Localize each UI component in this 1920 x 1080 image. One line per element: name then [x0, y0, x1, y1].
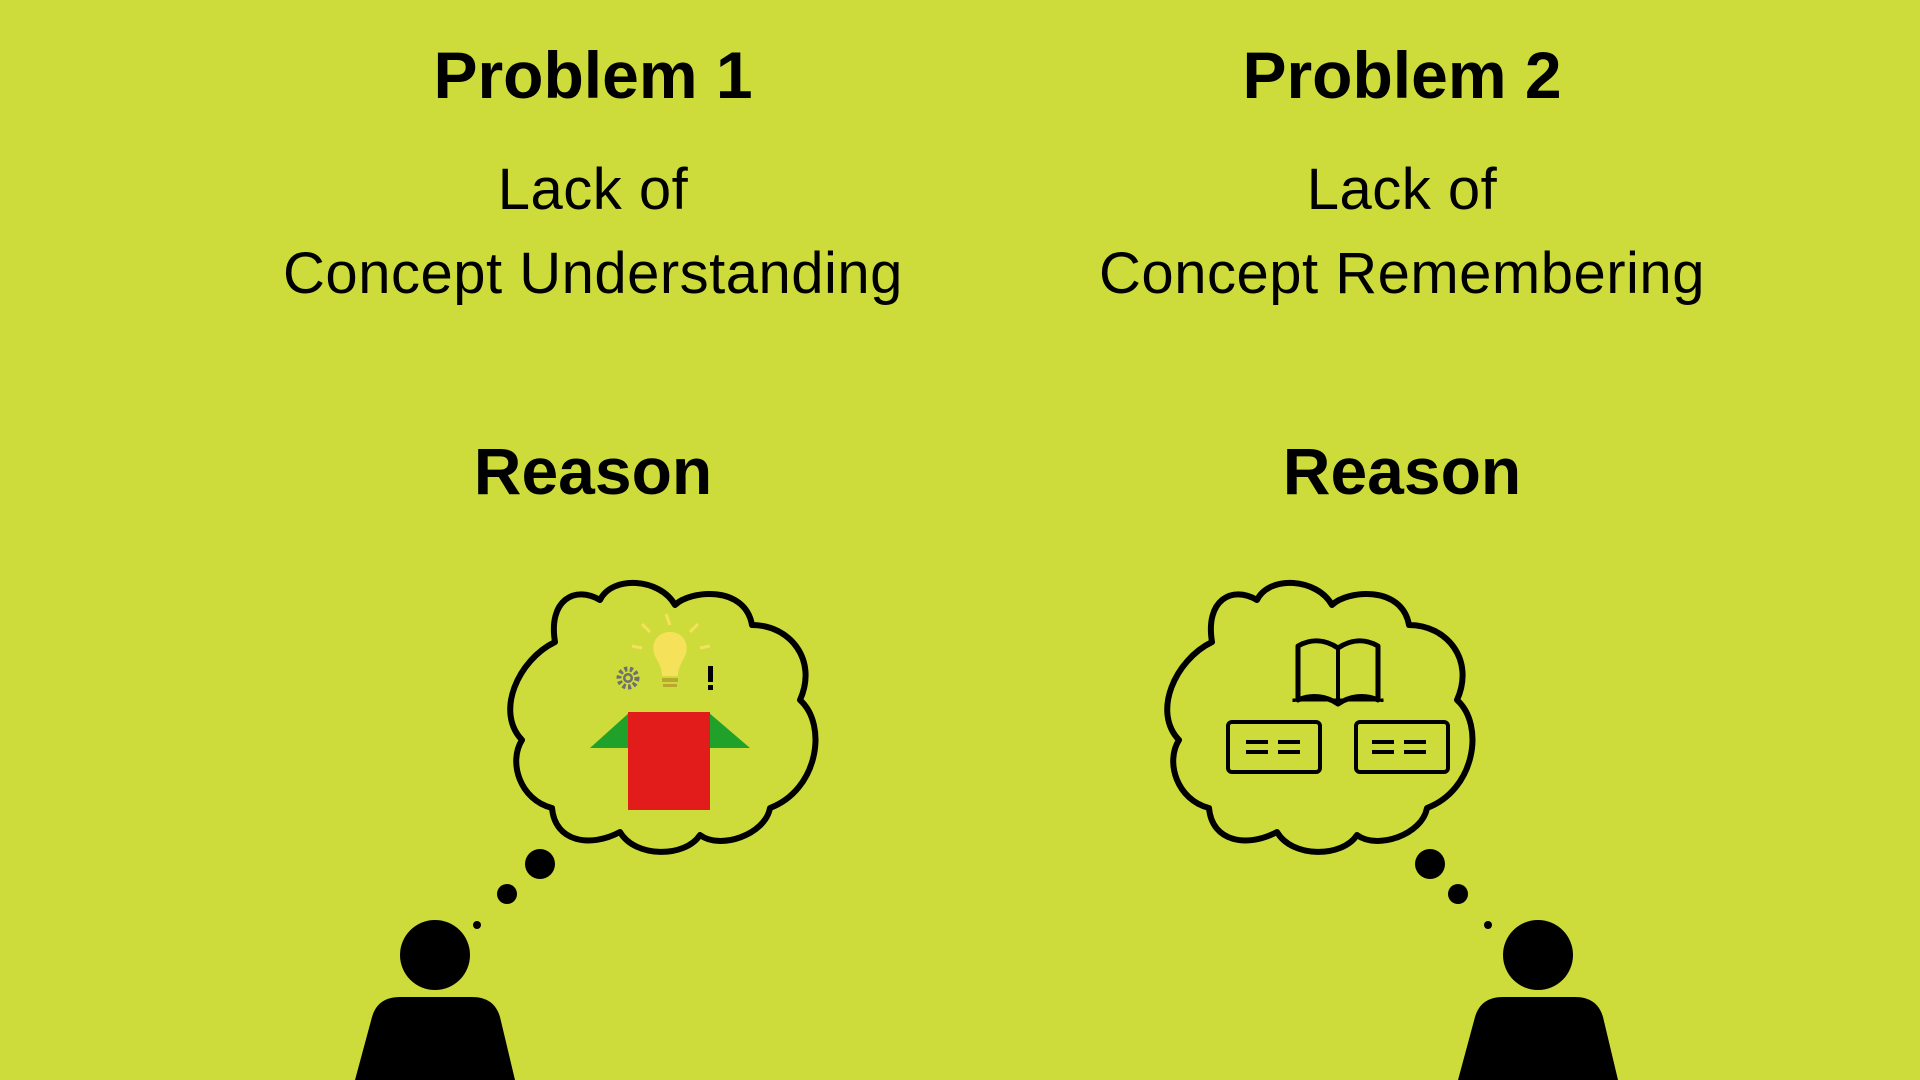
- exclamation-icon: [708, 666, 713, 690]
- right-thought-bubbles: [1415, 849, 1492, 929]
- problem-2-description: Lack of Concept Remembering: [1022, 148, 1782, 316]
- problem-1-column: Problem 1 Lack of Concept Understanding …: [213, 0, 973, 1080]
- problem-2-title: Problem 2: [1242, 38, 1562, 112]
- problem-1-title: Problem 1: [433, 38, 753, 112]
- open-box-icon: [590, 712, 750, 810]
- right-thought-cloud: [1164, 579, 1476, 855]
- gear-icon: [616, 666, 640, 690]
- flashcard-icon-right: [1354, 720, 1450, 774]
- problem-2-desc-line1: Lack of: [1306, 157, 1498, 222]
- problem-2-desc-line2: Concept Remembering: [1099, 241, 1705, 306]
- problem-2-column: Problem 2 Lack of Concept Remembering Re…: [1022, 0, 1782, 1080]
- lightbulb-icon: [631, 613, 711, 687]
- problem-1-reason-heading: Reason: [473, 434, 713, 508]
- problem-1-desc-line1: Lack of: [497, 157, 689, 222]
- problem-2-reason-heading: Reason: [1282, 434, 1522, 508]
- book-icon: [1292, 638, 1384, 707]
- flashcard-icon-left: [1226, 720, 1322, 774]
- problem-1-description: Lack of Concept Understanding: [213, 148, 973, 316]
- left-person-icon: [355, 920, 515, 1080]
- right-person-icon: [1458, 920, 1618, 1080]
- left-thought-cloud: [507, 579, 819, 855]
- left-thought-bubbles: [473, 849, 555, 929]
- problem-1-desc-line2: Concept Understanding: [283, 241, 903, 306]
